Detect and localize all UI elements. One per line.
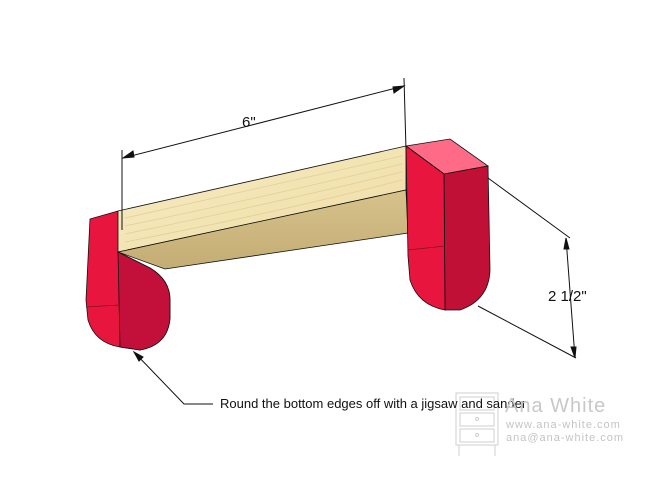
width-ext-right xyxy=(403,77,407,151)
left-support-block xyxy=(85,210,171,351)
width-dim-line xyxy=(122,85,405,159)
note-leader xyxy=(132,350,213,405)
height-dimension xyxy=(477,177,577,359)
left-block-side-face xyxy=(117,251,171,351)
height-ext-bottom xyxy=(477,305,577,359)
wood-stretcher xyxy=(116,145,409,270)
right-support-block xyxy=(404,138,491,311)
width-arrow-right xyxy=(392,85,406,94)
height-ext-top xyxy=(487,177,571,239)
rounding-note: Round the bottom edges off with a jigsaw… xyxy=(220,396,527,411)
height-arrow-top xyxy=(563,237,570,250)
right-block-side xyxy=(443,165,491,311)
height-dim-line xyxy=(565,237,576,359)
note-arrow xyxy=(132,350,144,362)
height-dimension-label: 2 1/2" xyxy=(548,288,587,305)
watermark-site: www.ana-white.com xyxy=(506,419,621,431)
wood-grain xyxy=(124,155,403,243)
width-dimension xyxy=(121,77,407,230)
watermark-furniture-icon xyxy=(455,392,499,456)
watermark-brand: Ana White xyxy=(505,395,607,417)
right-block-front xyxy=(405,145,446,311)
height-arrow-bottom xyxy=(570,346,577,359)
watermark-email: ana@ana-white.com xyxy=(506,432,625,444)
width-arrow-left xyxy=(121,150,135,159)
left-block-front xyxy=(85,210,121,348)
width-dimension-label: 6" xyxy=(242,114,256,131)
